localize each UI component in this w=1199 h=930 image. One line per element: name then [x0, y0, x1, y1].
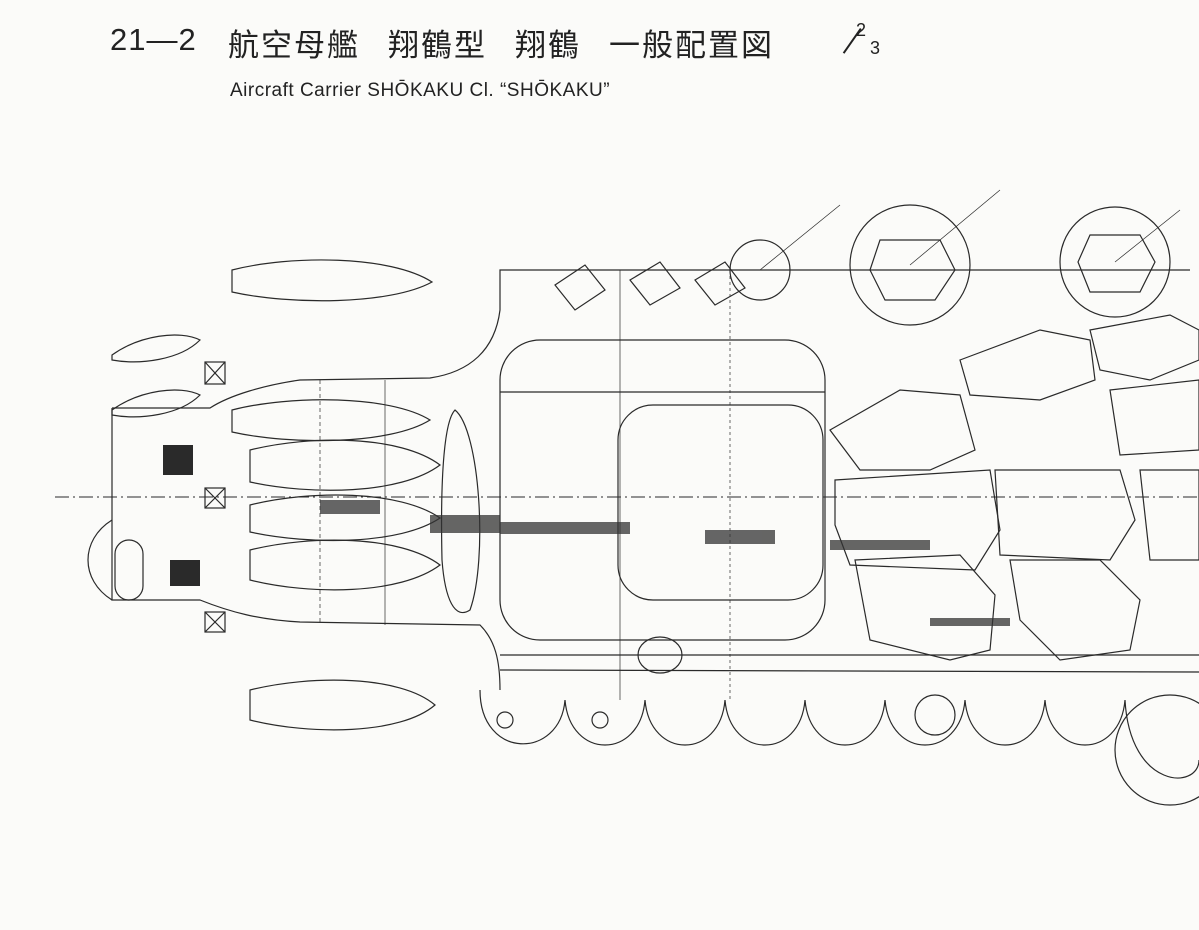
gun-tub-lower-1	[1114, 694, 1199, 806]
deck-fitting-2	[629, 261, 681, 306]
centerline-ink-marks	[320, 500, 1010, 626]
stern-fitting	[114, 539, 144, 601]
boat-8	[111, 389, 202, 418]
sheet-denominator: 3	[870, 38, 881, 58]
hatch-circle	[637, 636, 683, 674]
aircraft-1	[829, 389, 976, 471]
title-ship-type: 航空母艦	[228, 28, 360, 64]
page-subtitle-english: Aircraft Carrier SHŌKAKU Cl. “SHŌKAKU”	[230, 80, 611, 101]
aircraft-3	[1089, 314, 1199, 381]
stern-emblem-1	[163, 445, 193, 475]
bitt-right	[591, 711, 609, 729]
boat-7	[111, 334, 202, 363]
title-drawing-type: 一般配置図	[609, 28, 774, 64]
fitting-box-1	[204, 361, 226, 385]
gun-tub-lower-2	[914, 694, 956, 736]
boat-5	[249, 539, 442, 591]
fitting-box-2	[204, 487, 226, 509]
stern-emblem-2	[170, 560, 200, 586]
stern-outline	[112, 269, 1190, 409]
gun-tub-2	[849, 204, 971, 326]
boat-2	[231, 399, 432, 442]
boat-1	[231, 259, 434, 302]
aircraft-8	[1009, 559, 1141, 661]
title-ship-name: 翔鶴	[515, 28, 581, 64]
deck-fitting-3	[694, 261, 746, 306]
bitt-left	[496, 711, 514, 729]
deck-fitting-1	[554, 264, 606, 311]
aircraft-6	[1139, 469, 1199, 561]
aircraft-5	[994, 469, 1136, 561]
boat-6	[249, 679, 436, 731]
title-class: 翔鶴型	[388, 28, 487, 64]
aircraft-4	[834, 469, 1001, 571]
boat-3	[249, 439, 442, 491]
page-title-japanese: 航空母艦翔鶴型翔鶴一般配置図	[228, 20, 802, 65]
stern-outline-lower	[111, 408, 501, 691]
aircraft-2	[959, 329, 1096, 401]
stern-arc	[87, 519, 113, 601]
figure-number: 21—2	[110, 22, 197, 57]
sheet-fraction: 2 3	[842, 20, 888, 60]
gun-tub-3	[1059, 206, 1171, 318]
hull-scallops	[479, 689, 1199, 779]
deck-line	[499, 669, 1199, 673]
gun-mount-2	[1077, 234, 1156, 293]
fitting-box-3	[204, 611, 226, 633]
hangar-frame	[499, 339, 826, 641]
aircraft-7	[854, 554, 996, 661]
aircraft-9	[1109, 379, 1199, 456]
boat-longitudinal	[440, 409, 481, 613]
elevator-well	[617, 404, 824, 601]
